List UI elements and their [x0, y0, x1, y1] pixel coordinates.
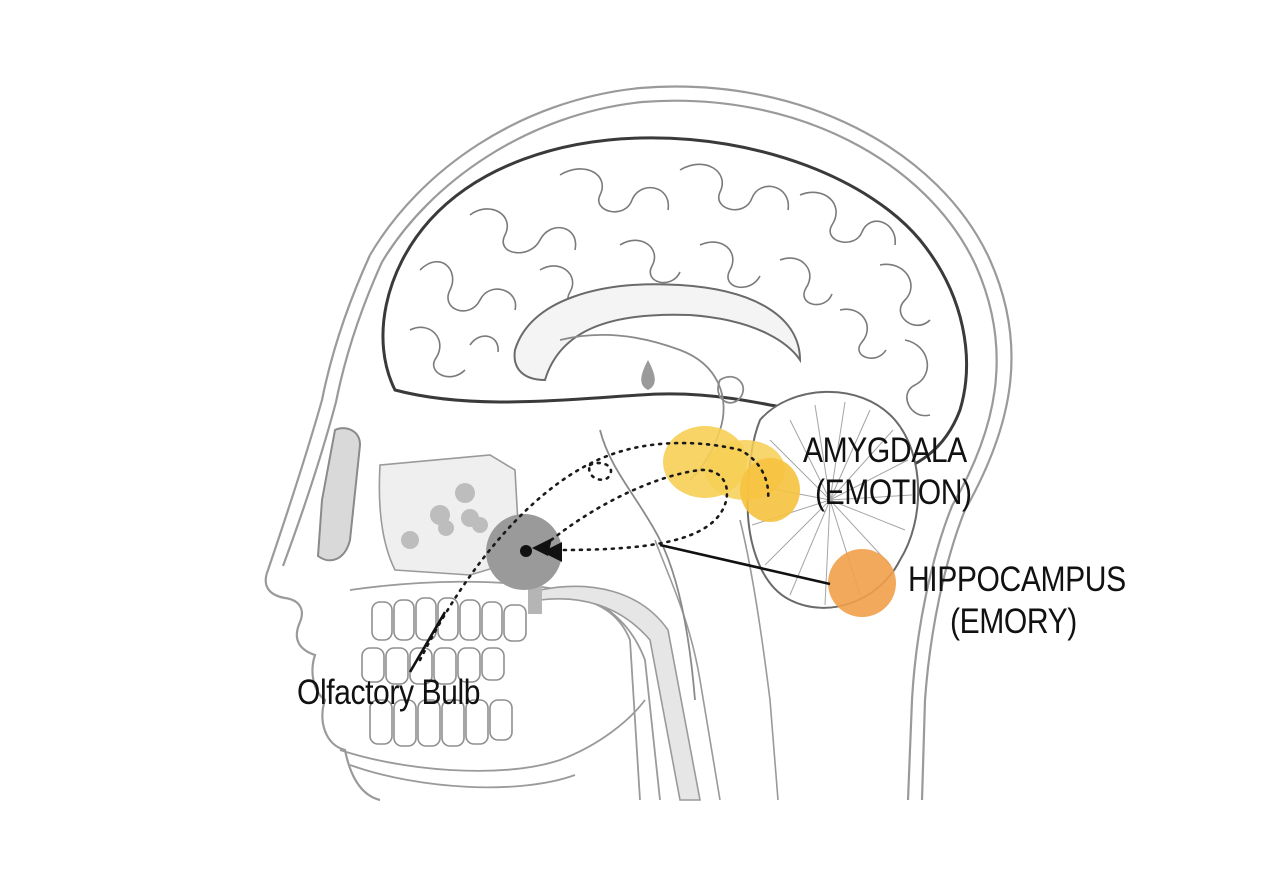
- throat-structures: [539, 519, 779, 801]
- olfactory-pathways: [418, 441, 770, 662]
- amygdala-label: AMYGDALA: [803, 431, 967, 470]
- olfactory-bulb-label: Olfactory Bulb: [297, 673, 481, 712]
- pathway-arrowheads: [532, 538, 562, 562]
- hippocampus-role-label: (EMORY): [950, 602, 1077, 641]
- head-outline: [264, 85, 1013, 802]
- hippocampus-label: HIPPOCAMPUS: [908, 560, 1126, 599]
- nasal-structures: [316, 427, 521, 576]
- leader-lines: [408, 543, 831, 673]
- amygdala-role-label: (EMOTION): [815, 473, 972, 512]
- teeth: [361, 597, 527, 747]
- hippocampus-region: [828, 549, 896, 617]
- cerebrum: [381, 136, 969, 477]
